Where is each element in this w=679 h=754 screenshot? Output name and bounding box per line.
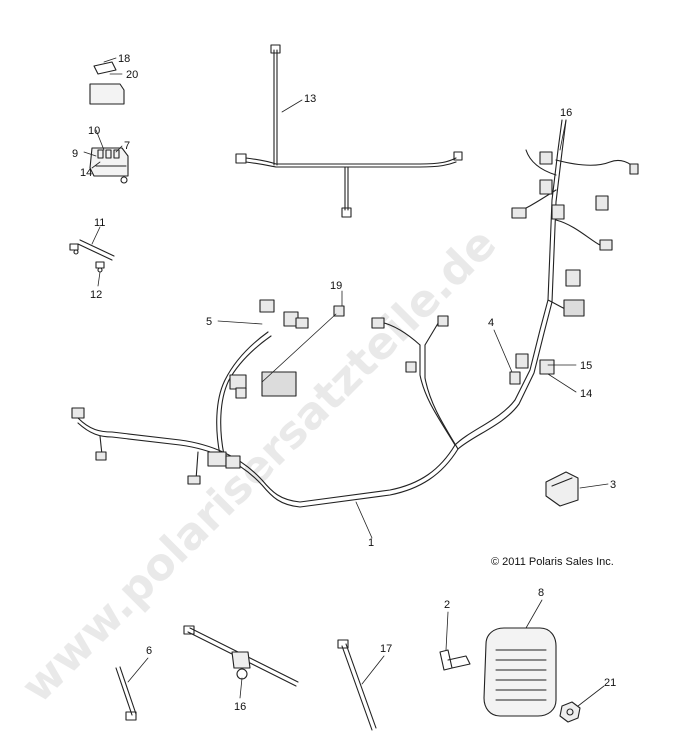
callout-17: 17	[380, 643, 392, 655]
callout-2: 2	[444, 599, 450, 611]
copyright-notice: © 2011 Polaris Sales Inc.	[491, 556, 614, 568]
callout-18: 18	[118, 53, 130, 65]
tie-clip-16	[183, 625, 299, 687]
callout-15: 15	[580, 360, 592, 372]
watermark-text: www.polarisersatzteile.de	[12, 218, 506, 712]
callout-5: 5	[206, 316, 212, 328]
cable-tie-17	[337, 639, 377, 731]
callout-16-top: 16	[560, 107, 572, 119]
callout-11: 11	[94, 217, 105, 229]
callout-1: 1	[368, 537, 374, 549]
clip-bracket-3	[545, 471, 579, 507]
callout-21: 21	[604, 677, 616, 689]
callout-7: 7	[124, 140, 130, 152]
callout-4: 4	[488, 317, 494, 329]
main-harness-1	[77, 119, 637, 508]
callout-10: 10	[88, 125, 100, 137]
nut-21	[559, 701, 581, 723]
callout-8: 8	[538, 587, 544, 599]
callout-3: 3	[610, 479, 616, 491]
leader-lines	[83, 57, 609, 707]
callout-19: 19	[330, 280, 342, 292]
fuse-relay-box	[89, 61, 129, 184]
callout-13: 13	[304, 93, 316, 105]
callout-14-right: 14	[580, 388, 592, 400]
callout-6: 6	[146, 645, 152, 657]
push-rivet-2	[439, 649, 471, 671]
callout-16-bottom: 16	[234, 701, 246, 713]
callout-9: 9	[72, 148, 78, 160]
sub-harness-13	[235, 44, 463, 218]
bracket-11-12	[69, 239, 115, 273]
regulator-8	[483, 627, 557, 717]
callout-labels: 18 20 10 9 7 14 11 12 13 5 19 4 15 14 16…	[72, 53, 616, 713]
callout-12: 12	[90, 289, 102, 301]
cable-tie-6	[115, 666, 137, 721]
harness-connectors	[71, 151, 639, 485]
callout-20: 20	[126, 69, 138, 81]
callout-14-top: 14	[80, 167, 92, 179]
